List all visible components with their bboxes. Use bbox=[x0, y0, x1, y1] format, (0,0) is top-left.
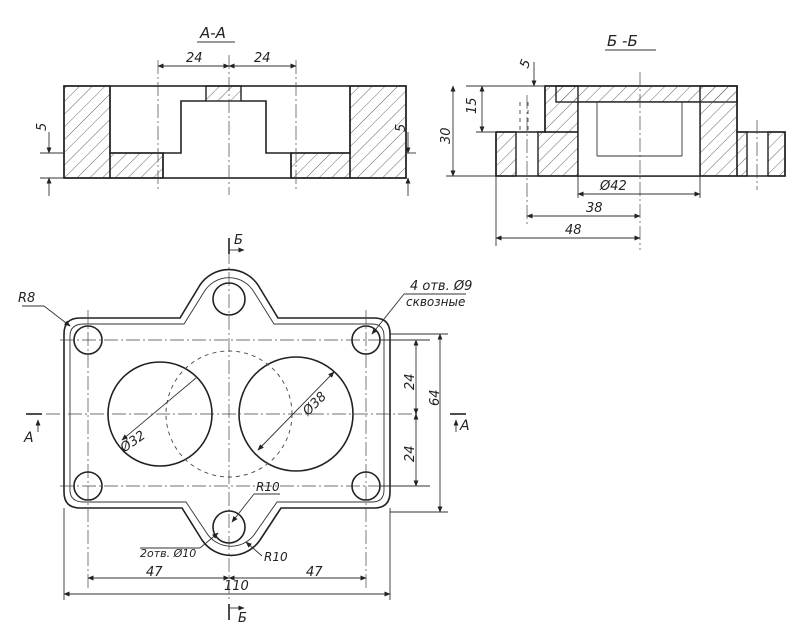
bore-right bbox=[238, 356, 354, 472]
dim-plan-half-left: 47 bbox=[146, 565, 163, 580]
corner-hole bbox=[73, 471, 103, 501]
section-bb: Б -Б 5 15 30 bbox=[439, 32, 786, 250]
lug-hole-top bbox=[212, 282, 246, 316]
dim-plan-width: 110 bbox=[224, 579, 249, 594]
cut-a-right: А bbox=[459, 418, 470, 434]
dim-bb-offset-38: 38 bbox=[586, 201, 603, 216]
dim-bb-offset-48: 48 bbox=[565, 223, 582, 238]
holes-note-through: сквозные bbox=[406, 295, 465, 309]
dim-aa-left-depth: 5 bbox=[35, 123, 50, 131]
dim-bb-step: 15 bbox=[465, 97, 480, 114]
lug-hole-bottom bbox=[212, 510, 246, 544]
dim-plan-v-bottom: 24 bbox=[403, 445, 418, 462]
dim-plan-half-right: 47 bbox=[306, 565, 323, 580]
lug-radius-bottom-label: R10 bbox=[264, 550, 288, 564]
aa-left-wall bbox=[63, 85, 111, 179]
dim-aa-left-width: 24 bbox=[186, 51, 203, 66]
bb-right-flange-a bbox=[736, 131, 748, 177]
lug-radius-top-label: R10 bbox=[256, 480, 280, 494]
aa-left-floor bbox=[109, 152, 164, 179]
dim-bore-left: Ø32 bbox=[117, 428, 148, 456]
dim-bore-right: Ø38 bbox=[300, 389, 330, 419]
bb-right-wall bbox=[699, 85, 738, 177]
section-bb-title: Б -Б bbox=[607, 32, 638, 50]
bore-left bbox=[107, 361, 213, 467]
corner-hole bbox=[73, 325, 103, 355]
dim-plan-v-top: 24 bbox=[403, 373, 418, 390]
plan-outline bbox=[63, 268, 391, 557]
aa-center-rib bbox=[205, 85, 242, 102]
dim-aa-right-depth: 5 bbox=[394, 124, 409, 132]
section-aa: А-А 24 24 5 5 bbox=[35, 24, 416, 196]
cut-b-bottom: Б bbox=[238, 611, 247, 626]
dim-aa-right-width: 24 bbox=[254, 51, 271, 66]
holes-note: 4 отв. Ø9 bbox=[410, 279, 472, 294]
plan-view: Ø32 Ø38 R8 4 отв. Ø9 сквозные 24 24 64 R… bbox=[18, 233, 472, 626]
bb-right-flange-b bbox=[767, 131, 786, 177]
bb-left-flange-b bbox=[537, 131, 579, 177]
aa-right-floor bbox=[290, 152, 351, 179]
bb-left-flange-a bbox=[495, 131, 517, 177]
lug-holes-label: 2отв. Ø10 bbox=[140, 547, 196, 560]
dim-bb-bore: Ø42 bbox=[599, 179, 627, 194]
dim-plan-height: 64 bbox=[428, 389, 443, 406]
cut-b-top: Б bbox=[234, 233, 243, 248]
section-aa-title: А-А bbox=[199, 24, 226, 42]
cut-a-left: А bbox=[23, 430, 34, 446]
corner-radius-label: R8 bbox=[18, 291, 35, 306]
dim-bb-recess: 5 bbox=[517, 57, 534, 70]
dim-bb-height: 30 bbox=[439, 127, 454, 144]
